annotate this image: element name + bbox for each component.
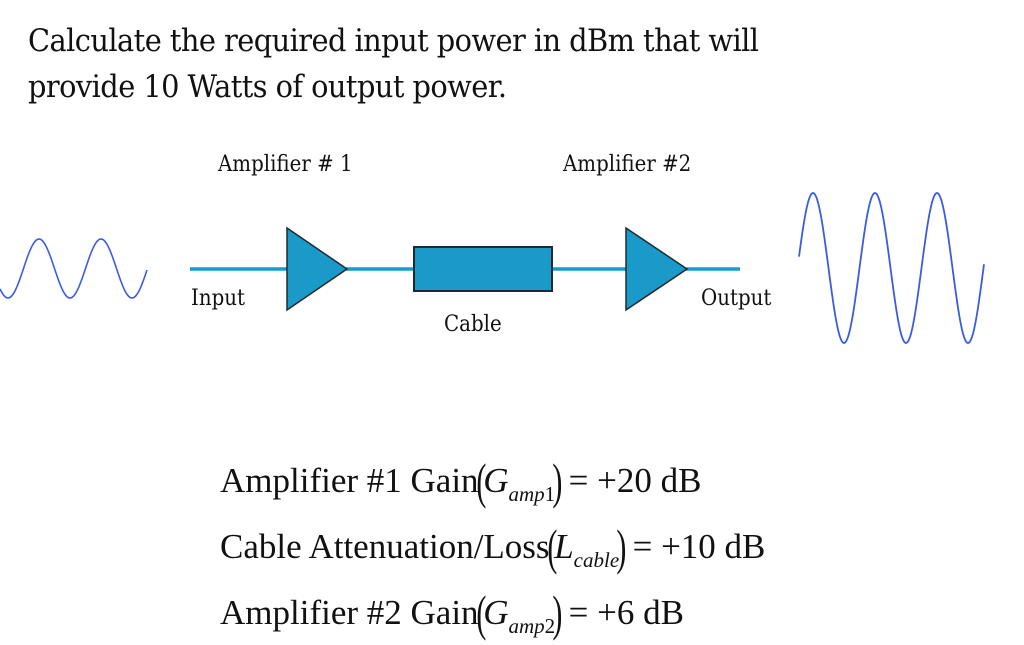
amplifier-1-triangle xyxy=(286,226,349,312)
amplifier-2-triangle xyxy=(625,226,689,312)
equation-equals: = xyxy=(568,593,589,632)
question-line-2: provide 10 Watts of output power. xyxy=(28,69,507,105)
cable-label: Cable xyxy=(444,312,502,337)
equation-value: +6 dB xyxy=(597,593,684,632)
output-sine-wave xyxy=(798,192,985,344)
amplifier-2-label: Amplifier #2 xyxy=(563,152,692,177)
equation-name: Amplifier #2 Gain xyxy=(220,593,479,632)
equation-name: Cable Attenuation/Loss xyxy=(220,527,550,566)
output-label: Output xyxy=(701,286,772,311)
equation-amp1-gain: Amplifier #1 Gain(Gamp1) = +20 dB xyxy=(220,453,702,509)
equation-subscript: amp xyxy=(508,614,545,638)
equation-subscript-num: 2 xyxy=(544,614,556,638)
equation-value: +10 dB xyxy=(661,527,766,566)
equation-subscript: cable xyxy=(573,548,620,572)
equation-symbol: G xyxy=(483,593,509,632)
question-text: Calculate the required input power in dB… xyxy=(28,18,865,110)
equation-equals: = xyxy=(568,461,589,500)
equation-name: Amplifier #1 Gain xyxy=(220,461,479,500)
equation-subscript-num: 1 xyxy=(544,482,556,506)
amplifier-1-label: Amplifier # 1 xyxy=(218,152,353,177)
equation-subscript: amp xyxy=(508,482,545,506)
input-sine-wave xyxy=(0,238,148,299)
input-label: Input xyxy=(191,286,245,311)
equation-symbol: G xyxy=(483,461,509,500)
equation-amp2-gain: Amplifier #2 Gain(Gamp2) = +6 dB xyxy=(220,585,684,641)
equation-equals: = xyxy=(632,527,653,566)
equation-value: +20 dB xyxy=(597,461,702,500)
equation-symbol: L xyxy=(554,527,574,566)
cable-block xyxy=(413,246,553,292)
equation-cable-loss: Cable Attenuation/Loss(Lcable) = +10 dB xyxy=(220,519,766,575)
question-line-1: Calculate the required input power in dB… xyxy=(28,23,759,59)
